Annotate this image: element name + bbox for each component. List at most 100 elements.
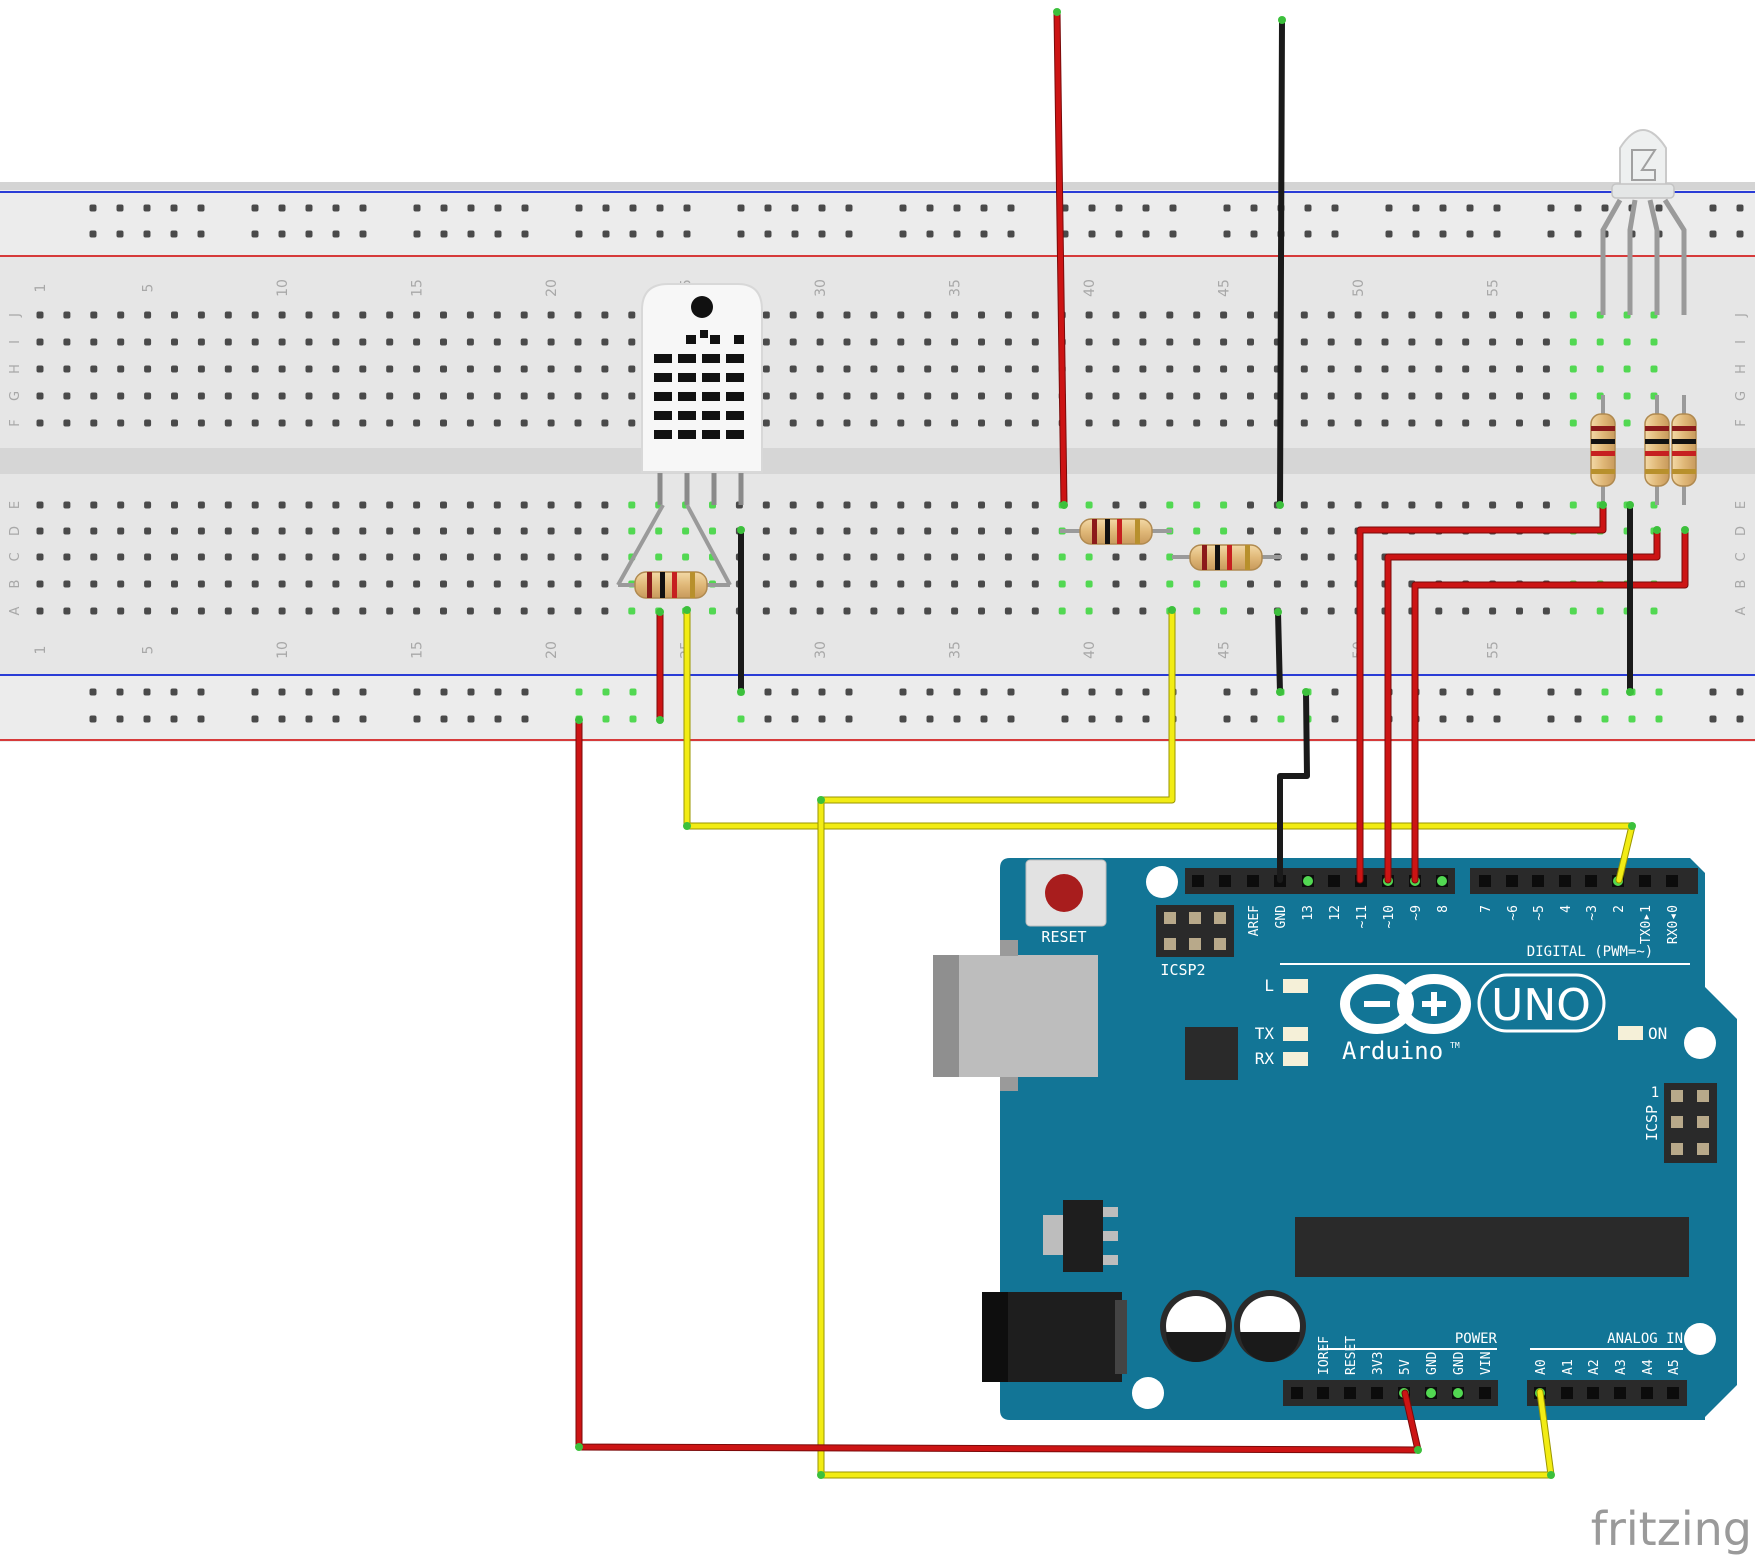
wire-end xyxy=(1302,688,1310,696)
hole xyxy=(897,527,905,535)
hole xyxy=(117,501,125,509)
rail-hole xyxy=(521,230,529,238)
hole xyxy=(547,501,555,509)
hole xyxy=(1004,501,1012,509)
column-number: 1 xyxy=(33,284,49,293)
top-rail-band xyxy=(0,190,1755,256)
hole xyxy=(601,527,609,535)
rail-hole xyxy=(899,715,907,723)
rail-hole xyxy=(521,715,529,723)
rail-hole xyxy=(278,204,286,212)
rail-hole xyxy=(521,204,529,212)
hole xyxy=(1435,501,1443,509)
rail-hole xyxy=(1331,715,1339,723)
rail-hole xyxy=(818,204,826,212)
rail-hole xyxy=(467,715,475,723)
hole xyxy=(951,392,959,400)
hole xyxy=(197,501,205,509)
row-letter: E xyxy=(1734,501,1749,509)
dht-vent xyxy=(726,411,744,420)
dht-vent xyxy=(654,411,672,420)
rail-hole xyxy=(440,688,448,696)
hole xyxy=(816,338,824,346)
hole xyxy=(816,311,824,319)
hole xyxy=(63,338,71,346)
dht-vent xyxy=(726,354,744,363)
hole xyxy=(278,338,286,346)
rail-hole xyxy=(413,230,421,238)
hole xyxy=(951,311,959,319)
hole xyxy=(359,419,367,427)
icsp-pins xyxy=(1671,1090,1709,1155)
hole xyxy=(1408,501,1416,509)
analog-pin-label: A5 xyxy=(1667,1359,1682,1375)
hole xyxy=(224,338,232,346)
hole xyxy=(197,580,205,588)
hole xyxy=(1031,553,1039,561)
hole xyxy=(1273,527,1281,535)
rail-hole xyxy=(1736,688,1744,696)
rail-hole xyxy=(1169,230,1177,238)
hole xyxy=(1247,527,1254,535)
pin-socket xyxy=(1666,875,1678,887)
column-number: 55 xyxy=(1486,641,1502,659)
rail-hole xyxy=(980,715,988,723)
dht-vent xyxy=(726,392,744,401)
hole xyxy=(1004,392,1012,400)
led-l xyxy=(1283,979,1308,993)
hole xyxy=(251,338,259,346)
rail-hole xyxy=(89,715,97,723)
icsp2-pins xyxy=(1164,912,1226,950)
hole xyxy=(1650,338,1658,346)
column-number: 30 xyxy=(813,641,829,659)
hole xyxy=(1354,365,1362,373)
wires xyxy=(575,8,1689,1479)
rail-hole xyxy=(926,204,934,212)
rail-hole xyxy=(143,715,151,723)
hole xyxy=(413,392,421,400)
analog-label: ANALOG IN xyxy=(1607,1331,1683,1347)
hole xyxy=(90,607,98,615)
hole xyxy=(36,311,44,319)
resistor-divider-1 xyxy=(1060,518,1172,545)
hole xyxy=(520,311,528,319)
rail-hole xyxy=(1709,715,1717,723)
hole xyxy=(332,607,340,615)
hole xyxy=(762,527,770,535)
hole xyxy=(1166,580,1174,588)
rail-hole xyxy=(926,688,934,696)
hole xyxy=(1435,338,1443,346)
hole xyxy=(386,311,394,319)
reset-button[interactable] xyxy=(1045,874,1083,912)
hole xyxy=(493,527,501,535)
wire-end xyxy=(1628,822,1636,830)
hole xyxy=(547,419,555,427)
hole xyxy=(1623,392,1631,400)
hole xyxy=(843,580,851,588)
breadboard-center-channel xyxy=(0,448,1755,474)
column-number: 35 xyxy=(948,279,964,297)
hole xyxy=(1489,365,1497,373)
row-letter: A xyxy=(1734,606,1749,615)
rail-hole xyxy=(1142,230,1150,238)
hole xyxy=(655,527,663,535)
breadboard-top-edge xyxy=(0,182,1755,192)
hole xyxy=(251,501,259,509)
row-letter: G xyxy=(8,391,23,401)
hole xyxy=(386,338,394,346)
led-leg-4 xyxy=(1662,198,1687,315)
hole xyxy=(224,580,232,588)
hole xyxy=(762,553,770,561)
hole xyxy=(1193,365,1201,373)
hole xyxy=(117,527,125,535)
hole xyxy=(816,580,824,588)
hole xyxy=(1435,311,1443,319)
digital-pin-label: ~6 xyxy=(1506,905,1521,921)
dht-vent xyxy=(678,392,696,401)
hole xyxy=(1462,338,1470,346)
power-pin-label: RESET xyxy=(1344,1336,1359,1375)
hole xyxy=(440,419,447,427)
hole xyxy=(1193,501,1201,509)
column-number: 45 xyxy=(1217,279,1233,297)
